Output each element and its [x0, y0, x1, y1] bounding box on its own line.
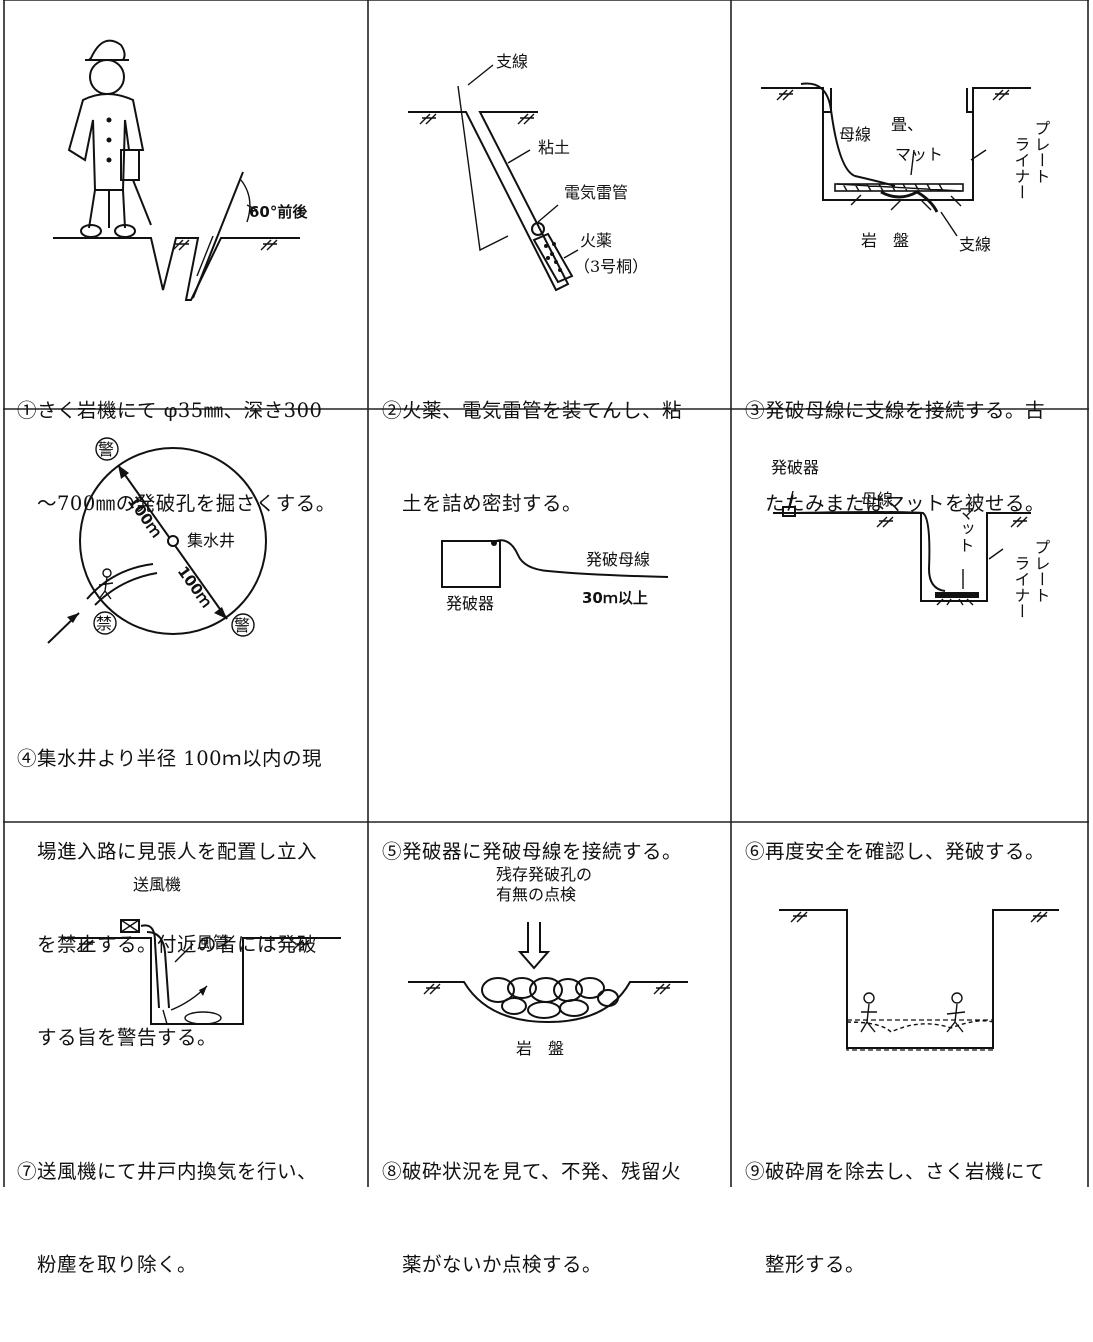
angle-text: 60°前後 — [249, 203, 308, 221]
rock-label: 岩 盤 — [516, 1039, 564, 1058]
caption-line: ⑥再度安全を確認し、発破する。 — [745, 840, 1046, 863]
radius-label-1: 100ｍ — [124, 493, 166, 541]
main-wire-label: 母線 — [839, 125, 871, 144]
caption-line: する旨を警告する。 — [17, 1026, 218, 1049]
branch-wire-label: 支線 — [496, 52, 528, 71]
panel-4: 警 禁 警 集水井 100ｍ 100ｍ ④集水井より半径 100ｍ以内の現 場進… — [3, 409, 368, 1049]
caption-1: ①さく岩機にて φ35㎜、深さ300 ～700㎜の発破孔を掘さくする。 — [17, 333, 336, 581]
main-wire-label: 母線 — [861, 490, 893, 509]
caption-line: ①さく岩機にて φ35㎜、深さ300 — [17, 399, 323, 422]
caption-7: ⑦送風機にて井戸内換気を行い、 粉塵を取り除く。 — [17, 1094, 317, 1342]
finishing-figure — [779, 909, 1059, 1051]
mat-label: マット — [956, 505, 975, 553]
warn-mark-2: 警 — [234, 616, 250, 635]
blower-icon — [120, 919, 140, 933]
lookout-icon — [98, 568, 114, 600]
mat-label-1: 畳、 — [891, 115, 923, 134]
well-label: 集水井 — [187, 531, 235, 550]
panel-8: 残存発破孔の 有無の点検 岩 盤 ⑧破砕状況を見て、不発、残留火 薬がないか点検… — [368, 822, 731, 1276]
panel-7: 送風機 風管 ⑦送風機にて井戸内換気を行い、 粉塵を取り除く。 — [3, 822, 368, 1276]
connection-figure: 母線 畳、 マット 岩 盤 支線 ライナー プレート — [761, 82, 1051, 254]
caption-3: ③発破母線に支線を接続する。古 たたみまたはマットを被せる。 — [745, 333, 1045, 581]
ground-hatch — [172, 239, 278, 251]
mat-label-2: マット — [895, 145, 943, 164]
radius-label-2: 100ｍ — [174, 563, 216, 611]
check-label-2: 有無の点検 — [496, 885, 576, 904]
blaster-label: 発破器 — [771, 458, 819, 477]
charging-figure: 支線 粘土 電気雷管 火薬 （3号桐） — [408, 52, 648, 292]
explosive-type-label: （3号桐） — [574, 257, 648, 276]
detonator-label: 電気雷管 — [564, 183, 628, 202]
grid-lines — [3, 0, 1089, 1187]
distance-label: 30ｍ以上 — [582, 589, 648, 607]
blaster-connect-figure: 発破器 発破母線 30ｍ以上 — [441, 539, 669, 613]
caption-5: ⑤発破器に発破母線を接続する。 — [382, 774, 682, 929]
caption-line: ④集水井より半径 100ｍ以内の現 — [17, 747, 323, 770]
caption-line: たたみまたはマットを被せる。 — [745, 492, 1046, 515]
liner-label-1: ライナー — [1012, 555, 1031, 619]
caption-2: ②火薬、電気雷管を装てんし、粘 土を詰め密封する。 — [382, 333, 682, 581]
panel-9: ⑨破砕屑を除去し、さく岩機にて 整形する。 — [731, 822, 1088, 1276]
safety-zone-figure: 警 禁 警 集水井 100ｍ 100ｍ — [47, 437, 267, 644]
branch-wire-label: 支線 — [959, 235, 991, 254]
drill-figure: 100ｍ 60°前後 — [53, 39, 308, 301]
caption-line: ③発破母線に支線を接続する。古 — [745, 399, 1046, 422]
worker-icon — [860, 992, 966, 1033]
duct-label: 風管 — [197, 933, 229, 952]
check-label-1: 残存発破孔の — [496, 865, 592, 884]
caption-line: ⑨破砕屑を除去し、さく岩機にて — [745, 1160, 1046, 1183]
clay-label: 粘土 — [538, 138, 570, 157]
liner-label-2: プレート — [1032, 539, 1051, 603]
caption-line: ⑧破砕状況を見て、不発、残留火 — [382, 1160, 682, 1183]
caption-line: ⑦送風機にて井戸内換気を行い、 — [17, 1160, 318, 1183]
caption-6: ⑥再度安全を確認し、発破する。 — [745, 774, 1045, 929]
caption-9: ⑨破砕屑を除去し、さく岩機にて 整形する。 — [745, 1094, 1045, 1342]
blaster-box — [441, 540, 501, 588]
rubble — [481, 977, 619, 1019]
inspection-figure: 残存発破孔の 有無の点検 岩 盤 — [408, 865, 688, 1058]
blower-label: 送風機 — [133, 875, 181, 894]
panel-5: 発破器 発破母線 30ｍ以上 ⑤発破器に発破母線を接続する。 — [368, 409, 731, 863]
caption-line: 薬がないか点検する。 — [382, 1253, 603, 1276]
caption-line: 場進入路に見張人を配置し立入 — [17, 840, 318, 863]
panel-1: 100ｍ 60°前後 ①さく岩機にて φ35㎜、深さ300 ～700㎜の発破孔を… — [3, 0, 368, 515]
caption-line: 粉塵を取り除く。 — [17, 1253, 198, 1276]
blasting-figure: 発破器 母線 マット ライナー プレート — [771, 458, 1051, 619]
panel-3: 母線 畳、 マット 岩 盤 支線 ライナー プレート ③発破母線に支線を接続する… — [731, 0, 1088, 515]
panel-6: 発破器 母線 マット ライナー プレート ⑥再度安全を確認し、発破する。 — [731, 409, 1088, 863]
explosive-label: 火薬 — [580, 231, 612, 250]
caption-line: 土を詰め密封する。 — [382, 492, 583, 515]
liner-label-1: ライナー — [1012, 136, 1031, 200]
liner-label-2: プレート — [1032, 120, 1051, 184]
caption-line: ⑤発破器に発破母線を接続する。 — [382, 840, 683, 863]
warn-mark: 警 — [98, 440, 114, 459]
procedure-grid: 100ｍ 60°前後 ①さく岩機にて φ35㎜、深さ300 ～700㎜の発破孔を… — [3, 0, 1089, 1276]
blaster-label: 発破器 — [446, 594, 494, 613]
panel-2: 支線 粘土 電気雷管 火薬 （3号桐） ②火薬、電気雷管を装てんし、粘 土を詰め… — [368, 0, 731, 515]
caption-line: 整形する。 — [745, 1253, 866, 1276]
worker-icon — [67, 39, 152, 238]
caption-8: ⑧破砕状況を見て、不発、残留火 薬がないか点検する。 — [382, 1094, 681, 1342]
rock-label: 岩 盤 — [861, 231, 909, 250]
ventilation-figure: 送風機 風管 — [61, 875, 341, 1025]
caption-line: ②火薬、電気雷管を装てんし、粘 — [382, 399, 683, 422]
prohibit-mark: 禁 — [96, 614, 112, 633]
main-wire-label: 発破母線 — [586, 550, 650, 569]
